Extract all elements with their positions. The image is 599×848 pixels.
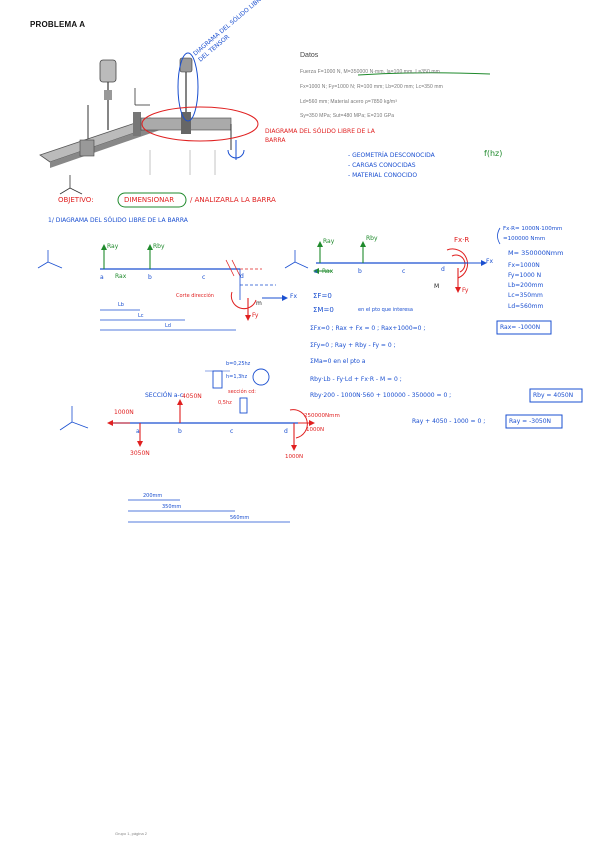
- fbd3-moment: 250000Nmm: [304, 413, 340, 419]
- geometry-function: f(hz): [484, 149, 503, 158]
- fbd2-point-d: d: [441, 266, 445, 273]
- given-1: =100000 Nmm: [503, 236, 546, 242]
- fbd1: [37, 244, 288, 331]
- eq-3: ΣMa=0 en el pto a: [310, 358, 366, 365]
- list-item-cargas: - CARGAS CONOCIDAS: [348, 162, 416, 169]
- page-footer: Grupo 1, página 2: [115, 831, 148, 836]
- objetivo-rest: / ANALIZARLA LA BARRA: [190, 196, 276, 204]
- fbd2-point-c: c: [402, 268, 406, 275]
- fbd2-rax: Rax: [322, 268, 334, 275]
- eq-1: ΣFx=0 ; Rax + Fx = 0 ; Rax+1000=0 ;: [310, 325, 426, 332]
- fbd3-point-b: b: [178, 428, 182, 435]
- fbd3-d1: 200mm: [143, 493, 163, 499]
- datos-line-2: Fx=1000 N; Fy=1000 N; R=100 mm; Lb=200 m…: [300, 84, 443, 90]
- section-cd: sección cd:: [228, 389, 256, 395]
- given-0: Fx·R= 1000N·100mm: [503, 226, 563, 232]
- section-ac: SECCIÓN a-c:: [145, 392, 186, 399]
- fbd2-fy: Fy: [462, 287, 469, 294]
- fbd3-d3: 560mm: [230, 515, 250, 521]
- fbd1-lb: Lb: [118, 302, 124, 308]
- eq-1-result: Rax= -1000N: [500, 324, 541, 331]
- fbd1-lc: Lc: [138, 313, 144, 319]
- eq-5: Rby·200 - 1000N·560 + 100000 - 350000 = …: [310, 392, 452, 399]
- fbd1-m: m: [256, 300, 262, 307]
- fbd2-point-b: b: [358, 268, 362, 275]
- fbd2-m: M: [434, 283, 440, 290]
- datos-line-3: Ld=560 mm; Material acero ρ=7850 kg/m³: [300, 99, 397, 105]
- fbd1-rby: Rby: [153, 243, 165, 250]
- fbd2: [284, 241, 487, 293]
- eq-6: Ray + 4050 - 1000 = 0 ;: [412, 418, 486, 425]
- section1-heading: 1/ DIAGRAMA DEL SÓLIDO LIBRE DE LA BARRA: [48, 217, 188, 224]
- eq-note: en el pto que interesa: [358, 307, 413, 313]
- objetivo-label: OBJETIVO:: [58, 196, 94, 204]
- given-4: Fy=1000 N: [508, 272, 542, 279]
- datos-line-4: Sy=350 MPa; Sut=480 MPa; E=210 GPa: [300, 113, 395, 119]
- section-sketches: [205, 370, 248, 414]
- fbd3-f3: 3050N: [130, 450, 150, 457]
- eq-4: Rby·Lb - Fy·Ld + Fx·R - M = 0 ;: [310, 376, 402, 383]
- eq-sumM: ΣM=0: [313, 306, 334, 314]
- fbd3-point-c: c: [230, 428, 234, 435]
- datos-line-1: Fuerza F=1000 N, M=350000 N·mm, la=100 m…: [300, 69, 440, 75]
- fbd3-f4: 1000N: [306, 427, 325, 433]
- datos-heading: Datos: [300, 52, 319, 59]
- eq-2: ΣFy=0 ; Ray + Rby - Fy = 0 ;: [310, 342, 396, 349]
- list-item-geometria: - GEOMETRÍA DESCONOCIDA: [348, 152, 435, 159]
- fbd3-d2: 350mm: [162, 504, 182, 510]
- mechanism-figure: [39, 52, 259, 195]
- fbd1-fx: Fx: [290, 293, 298, 300]
- fbd3-f5: 1000N: [285, 454, 304, 460]
- fbd3-f1: 1000N: [114, 409, 134, 416]
- eq-sumF: ΣF=0: [313, 292, 332, 300]
- given-6: Lc=350mm: [508, 292, 543, 299]
- list-item-material: - MATERIAL CONOCIDO: [348, 172, 418, 179]
- fbd1-ray: Ray: [107, 243, 119, 250]
- fbd1-point-c: c: [202, 274, 206, 281]
- fbd1-ld: Ld: [165, 323, 171, 329]
- given-5: Lb=200mm: [508, 282, 544, 289]
- given-3: Fx=1000N: [508, 262, 540, 269]
- eq-5-result: Rby = 4050N: [533, 392, 574, 399]
- fbd2-ray: Ray: [323, 238, 335, 245]
- fbd1-point-b: b: [148, 274, 152, 281]
- objetivo-boxed: DIMENSIONAR: [124, 196, 175, 204]
- fbd1-rax: Rax: [115, 273, 127, 280]
- label-diagrama-barra: DIAGRAMA DEL SÓLIDO LIBRE DE LA BARRA: [265, 128, 375, 144]
- fbd2-fx: Fx: [486, 258, 494, 265]
- section-h-eq: h=1,3hz: [226, 374, 248, 380]
- fbd2-rby: Rby: [366, 235, 378, 242]
- given-2: M= 350000Nmm: [508, 249, 564, 257]
- fbd3: [59, 399, 315, 523]
- given-7: Ld=560mm: [508, 303, 544, 310]
- document-title: PROBLEMA A: [30, 20, 86, 29]
- fbd2-fxr: Fx·R: [454, 236, 470, 244]
- fbd3-f2: 4050N: [182, 393, 202, 400]
- fbd1-point-a: a: [100, 274, 104, 281]
- fbd3-point-a: a: [136, 428, 140, 435]
- fbd1-cut: Corte dirección: [176, 293, 214, 299]
- section-b-cd: 0,5hz: [218, 400, 232, 406]
- fbd1-fy: Fy: [252, 312, 259, 319]
- fbd2-point-a: a: [314, 268, 318, 275]
- eq-6-result: Ray = -3050N: [509, 418, 552, 425]
- fbd3-point-d: d: [284, 428, 288, 435]
- section-b-eq: b=0,25hz: [226, 361, 251, 367]
- fbd1-point-d: d: [240, 273, 244, 280]
